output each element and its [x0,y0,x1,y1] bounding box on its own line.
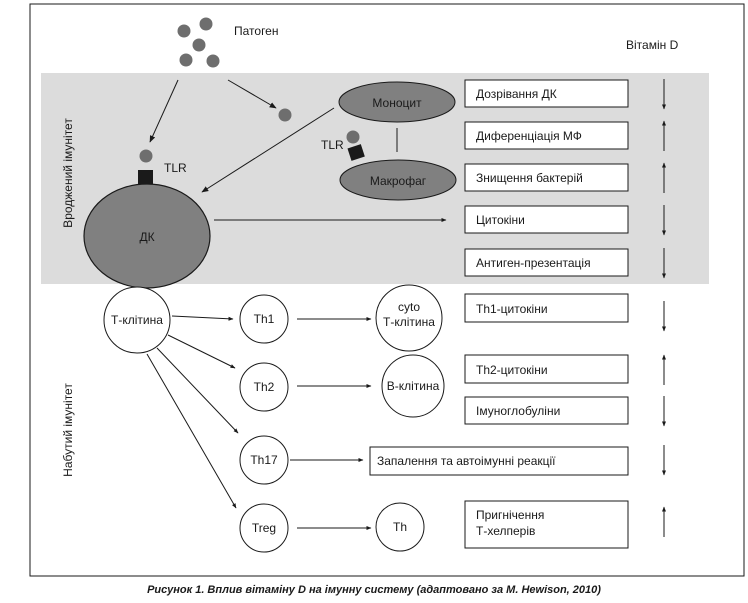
dc-pathogen-particle [139,149,153,163]
cyto-t-cell-node [375,284,443,352]
arrow-tcell-to-th17 [156,347,239,434]
figure-frame [29,3,745,577]
effect-label: Запалення та автоімунні реакції [377,454,556,468]
treg-node [239,503,289,553]
th-label: Th [393,520,407,534]
arrow-tcell-to-treg [146,353,237,509]
effect-box-dc-maturation: Дозрівання ДК [464,79,629,108]
innate-immunity-label: Вроджений імунітет [61,118,75,228]
cyto-t-cell-label-line2: Т-клітина [383,315,435,329]
vitamin-d-label: Вітамін D [626,38,679,52]
cyto-t-cell-label-line1: cyto [398,300,420,314]
effect-label: Цитокіни [476,213,525,227]
pathogen-particle [278,108,292,122]
effect-label-line2: Т-хелперів [476,524,535,538]
th1-node [239,294,289,344]
macrophage-tlr-receptor [347,144,365,161]
macrophage-cell [339,159,457,201]
effect-box-t-helper-suppression: Пригнічення Т-хелперів [464,500,629,549]
b-cell-node [381,354,445,418]
effect-box-cytokines: Цитокіни [464,205,629,234]
dc-cell [83,183,211,289]
effect-label: Антиген-презентація [476,256,591,270]
pathogen-label: Патоген [234,24,278,38]
effect-box-antigen-presentation: Антиген-презентація [464,248,629,277]
arrow-monocyte-to-dc [201,107,335,193]
arrow-tcell-to-th2 [167,334,236,369]
effect-box-th2-cytokines: Th2-цитокіни [464,354,629,384]
effect-box-inflammation: Запалення та автоімунні реакції [369,446,629,476]
effect-label: Th2-цитокіни [476,363,548,377]
effect-label: Знищення бактерій [476,171,583,185]
adaptive-immunity-label: Набутий імунітет [61,383,75,477]
effect-box-th1-cytokines: Th1-цитокіни [464,293,629,323]
effect-label: Th1-цитокіни [476,302,548,316]
b-cell-label: В-клітина [387,379,440,393]
monocyte-label: Моноцит [372,96,422,110]
th2-label: Th2 [254,380,275,394]
arrow-pathogen-to-particle [227,79,277,109]
th17-label: Th17 [250,453,278,467]
t-cell-label: Т-клітина [111,313,163,327]
dc-tlr-label: TLR [164,161,187,175]
dc-label: ДК [139,230,154,244]
arrow-tcell-to-th1 [171,315,234,321]
arrow-pathogen-to-dc [149,79,179,143]
effect-label: Диференціація МФ [476,129,582,143]
monocyte-cell [338,81,456,123]
effect-label: Імуноглобуліни [476,404,560,418]
effect-box-bacteria-killing: Знищення бактерій [464,163,629,192]
effect-box-immunoglobulins: Імуноглобуліни [464,396,629,425]
th2-node [239,362,289,412]
macrophage-label: Макрофаг [370,174,427,188]
macrophage-pathogen-particle [346,130,360,144]
macrophage-tlr-label: TLR [321,138,344,152]
th-node [375,502,425,552]
pathogen-cluster [177,17,220,68]
dc-tlr-receptor [138,170,153,184]
th17-node [239,435,289,485]
figure-caption: Рисунок 1. Вплив вітаміну D на імунну си… [147,584,601,596]
th1-label: Th1 [254,312,275,326]
t-cell-node [103,286,171,354]
treg-label: Treg [252,521,276,535]
effect-label: Дозрівання ДК [476,87,557,101]
effect-box-mf-differentiation: Диференціація МФ [464,121,629,150]
effect-label-line1: Пригнічення [476,508,544,522]
